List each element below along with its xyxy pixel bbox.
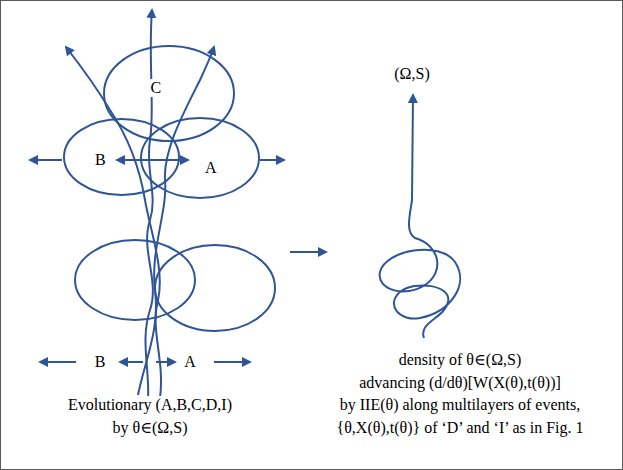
direction-letter: B [94,353,107,371]
ellipse-shape [141,118,259,198]
caption-line: by θ∈(Ω,S) [112,419,189,437]
ellipse-outline [63,118,180,196]
direction-arrow [40,361,76,363]
region-letter: A [204,159,218,177]
ellipse-outline [103,45,235,142]
caption-line: {θ,X(θ),t(θ)} of ‘D’ and ‘I’ as in Fig. … [335,419,584,437]
ellipse-region: C [103,45,235,142]
direction-arrow [214,361,250,363]
direction-arrow [120,361,143,363]
direction-arrow [156,361,175,363]
ellipse-shape [64,119,179,195]
ellipse-region: A [140,117,260,199]
ellipse-region: B [63,118,180,196]
ellipse-outline [140,117,260,199]
region-letter: B [94,151,107,169]
evolution-strand [66,47,161,398]
lower-ellipse [155,245,275,331]
direction-letter: A [183,353,197,371]
caption-line: by IIE(θ) along multilayers of events, [339,396,581,414]
ellipse-shape [104,46,234,141]
density-spiral [380,95,460,338]
transition-arrow [290,251,326,253]
lower-ellipse [75,240,195,320]
set-label: (Ω,S) [393,65,430,83]
caption-line: advancing (d/dθ)[W(X(θ),t(θ))] [358,374,562,392]
evolution-strand [138,47,214,395]
direction-arrow [30,159,62,161]
caption-line: density of θ∈(Ω,S) [398,351,523,369]
caption-line: Evolutionary (A,B,C,D,I) [67,396,233,414]
region-letter: C [149,79,162,97]
direction-arrow [117,159,188,161]
direction-arrow [260,159,284,161]
